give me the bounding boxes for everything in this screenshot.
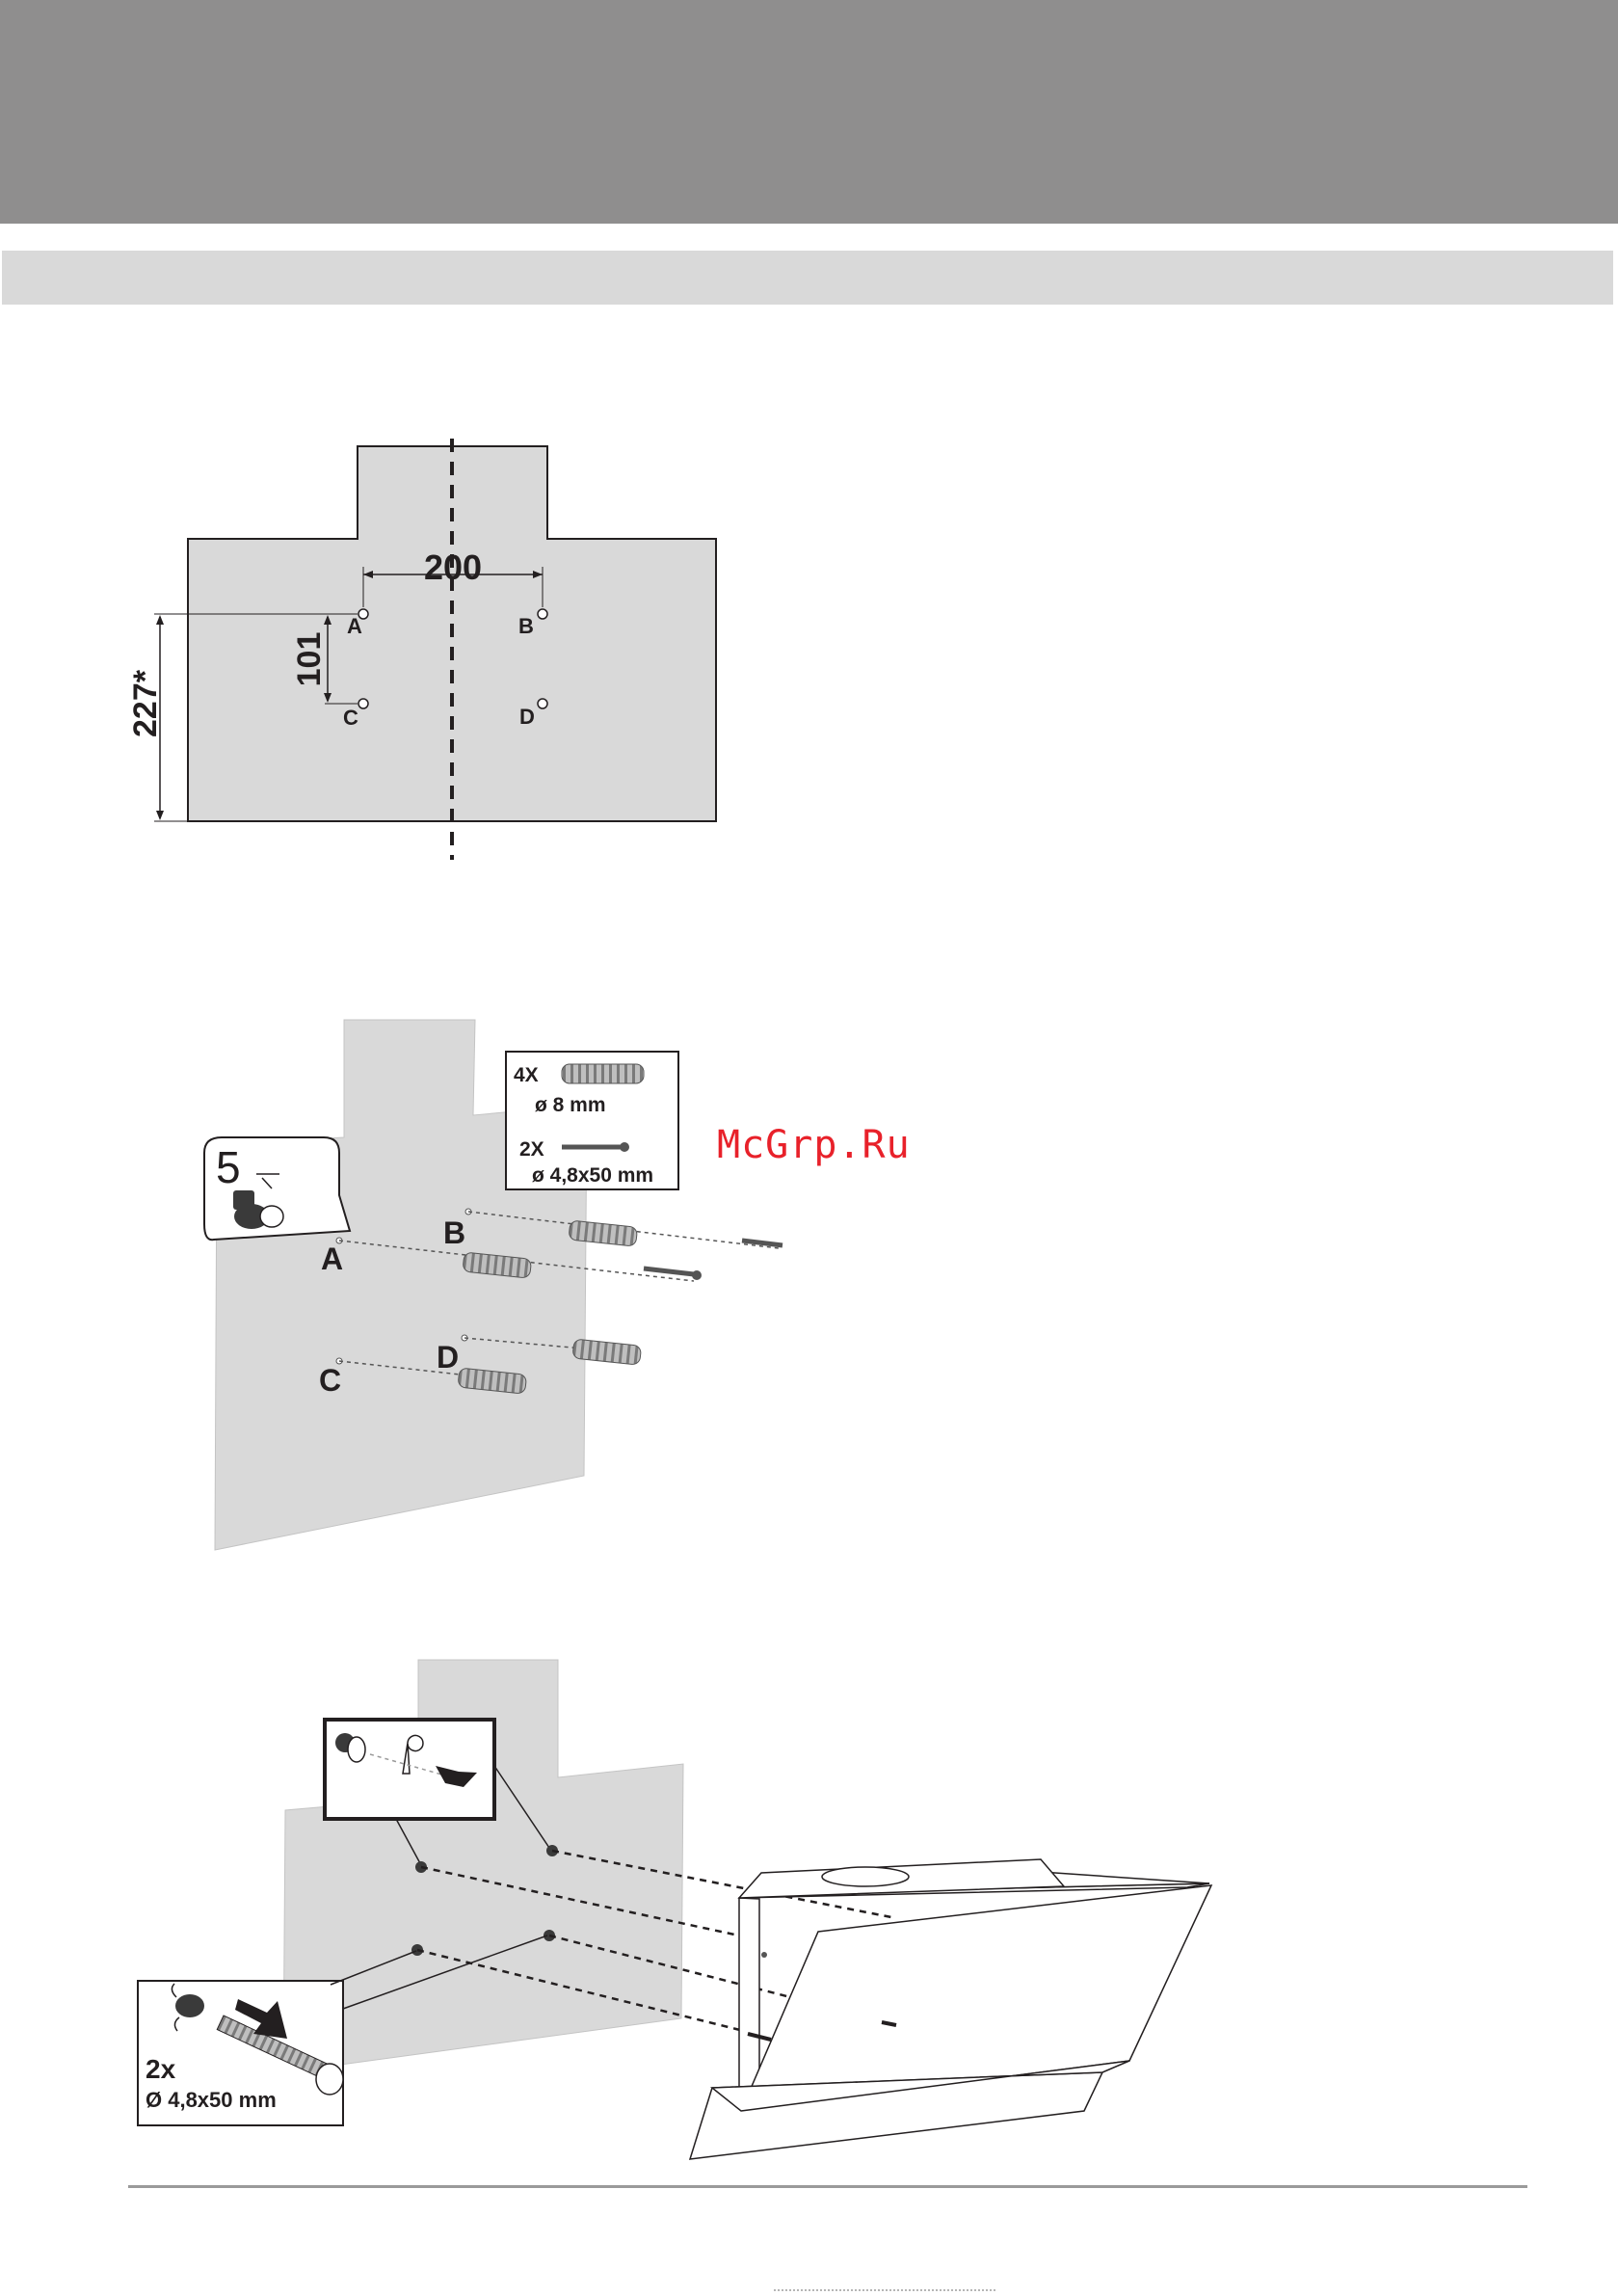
screws-size: ø 4,8x50 mm <box>532 1164 653 1187</box>
screws-qty: 2X <box>519 1138 544 1161</box>
fix-label-d: D <box>437 1340 459 1375</box>
drilling-template: 200 A B C D 101 227* <box>127 439 716 860</box>
plugs-qty: 4X <box>514 1064 539 1086</box>
hood-mount-figure: 2x Ø 4,8x50 mm <box>138 1660 1211 2159</box>
footer-fragment <box>774 2289 995 2295</box>
wall-fixing-figure: 4X ø 8 mm 2X ø 4,8x50 mm 5 A B C D <box>204 1020 782 1550</box>
dim-height-label: 227* <box>127 669 164 737</box>
hole-label-b: B <box>518 614 534 638</box>
hole-c <box>358 699 368 708</box>
plugs-size: ø 8 mm <box>535 1094 606 1116</box>
hole-label-c: C <box>343 706 358 730</box>
hood-screws-size: Ø 4,8x50 mm <box>146 2088 277 2112</box>
watermark: McGrp.Ru <box>717 1123 911 1167</box>
fix-label-a: A <box>321 1241 343 1276</box>
fix-label-c: C <box>319 1363 341 1398</box>
fix-label-b: B <box>443 1215 465 1250</box>
inset-step-number: 5 <box>216 1142 241 1192</box>
hole-label-a: A <box>347 614 362 638</box>
dim-width-label: 200 <box>424 547 482 587</box>
hole-label-d: D <box>519 705 535 729</box>
footer-rule <box>128 2185 1527 2188</box>
dim-vertical-label: 101 <box>291 632 328 687</box>
hole-b <box>538 609 547 619</box>
hood-screws-qty: 2x <box>146 2054 176 2084</box>
hole-d <box>538 699 547 708</box>
